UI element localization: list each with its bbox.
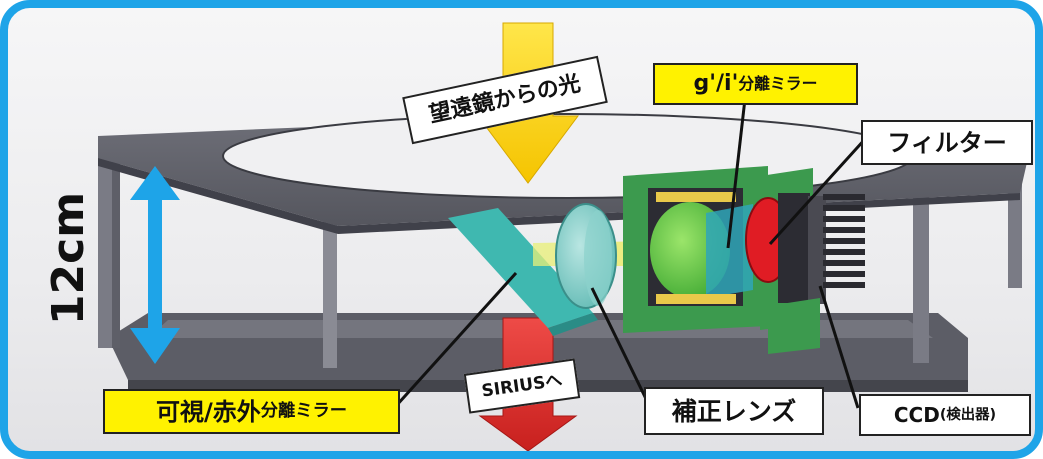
correction-lens-label: 補正レンズ [644, 387, 824, 435]
vis-ir-mirror [448, 208, 598, 336]
gi-mirror-label: g'/i'分離ミラー [653, 63, 858, 105]
instrument-drawing [98, 22, 1028, 451]
leader-lines [394, 89, 868, 409]
ccd-label: CCD(検出器) [859, 394, 1031, 436]
correction-lens [555, 203, 617, 309]
height-label: 12cm [43, 191, 95, 325]
filter-label: フィルター [861, 120, 1033, 165]
heat-sink [823, 194, 865, 288]
height-dimension-arrow [130, 166, 180, 364]
ccd-assembly [768, 193, 865, 354]
vis-ir-mirror-label: 可視/赤外分離ミラー [103, 389, 400, 434]
